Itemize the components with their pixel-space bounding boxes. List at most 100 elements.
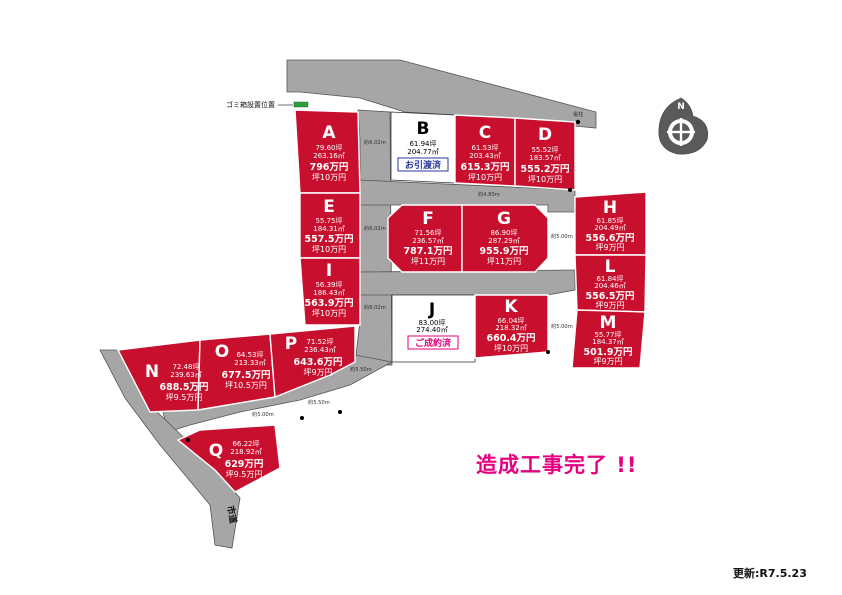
lot-per-tsubo: 坪10万円 <box>312 245 346 254</box>
lot-per-tsubo: 坪10.5万円 <box>225 381 267 390</box>
lot-sqm: 183.57㎡ <box>529 154 561 162</box>
dim-label: 約6.02m <box>364 224 386 232</box>
lot-letter: O <box>215 342 229 362</box>
lot-per-tsubo: 坪9.5万円 <box>226 470 263 479</box>
utility-pole: 電柱 <box>573 110 583 125</box>
lot-letter: I <box>326 261 332 281</box>
dim-label: 約5.50m <box>350 365 372 373</box>
lot-tsubo: 83.00坪 <box>418 319 445 327</box>
lot-sqm: 239.63㎡ <box>170 371 202 379</box>
lot-price: 787.1万円 <box>403 246 452 257</box>
lot-letter: J <box>428 300 435 320</box>
boundary-markers <box>186 188 572 442</box>
lot-g[interactable] <box>461 204 549 273</box>
dimension-labels: 約6.02m 約6.02m 約6.02m 約4.80m 約5.00m 約5.00… <box>252 138 573 418</box>
marker-dot <box>568 188 572 192</box>
dim-label: 約6.02m <box>364 303 386 311</box>
lot-sqm: 203.43㎡ <box>469 152 501 160</box>
dim-label: 約5.50m <box>308 398 330 406</box>
lot-tsubo: 55.52坪 <box>531 146 558 154</box>
lot-per-tsubo: 坪9万円 <box>303 368 332 377</box>
lot-tsubo: 61.84坪 <box>596 275 623 283</box>
lot-d[interactable] <box>514 117 576 191</box>
lot-tsubo: 55.77坪 <box>594 331 621 339</box>
lot-tsubo: 71.52坪 <box>306 338 333 346</box>
lot-price: 796万円 <box>310 162 349 173</box>
status-badge-b: お引渡済 <box>397 157 449 172</box>
lot-outlines <box>116 109 647 493</box>
lot-per-tsubo: 坪10万円 <box>468 173 502 182</box>
lot-sqm: 287.29㎡ <box>488 237 520 245</box>
lot-letter: P <box>285 334 297 354</box>
lot-price: 688.5万円 <box>159 382 208 393</box>
lot-letter: F <box>422 209 434 229</box>
lot-per-tsubo: 坪9万円 <box>595 301 624 310</box>
lot-tsubo: 71.56坪 <box>414 229 441 237</box>
lot-sqm: 274.40㎡ <box>416 326 448 334</box>
lot-price: 556.6万円 <box>585 233 634 244</box>
lot-letter: Q <box>209 441 223 461</box>
lot-per-tsubo: 坪10万円 <box>312 173 346 182</box>
lot-sqm: 184.37㎡ <box>592 338 624 346</box>
lot-per-tsubo: 坪9.5万円 <box>166 393 203 402</box>
lot-per-tsubo: 坪9万円 <box>593 357 622 366</box>
lot-price: 563.9万円 <box>304 298 353 309</box>
construction-complete-headline: 造成工事完了 !! <box>476 453 638 477</box>
marker-dot <box>338 410 342 414</box>
lot-letter: D <box>538 125 552 145</box>
update-date: 更新:R7.5.23 <box>733 567 807 580</box>
lot-letter: E <box>323 197 335 217</box>
gomi-legend: ゴミ箱設置位置 <box>226 100 309 109</box>
lot-per-tsubo: 坪9万円 <box>595 243 624 252</box>
lot-sqm: 236.57㎡ <box>412 237 444 245</box>
marker-dot <box>546 350 550 354</box>
lot-tsubo: 72.48坪 <box>172 363 199 371</box>
compass-icon: N <box>658 97 708 155</box>
lot-price: 501.9万円 <box>583 347 632 358</box>
lot-price: 643.6万円 <box>293 357 342 368</box>
city-road-label: 市道 <box>224 505 239 525</box>
lot-letter: M <box>600 313 617 333</box>
dim-label: 約4.80m <box>478 190 500 198</box>
lot-letter: A <box>322 123 336 143</box>
dim-label: 約5.00m <box>551 232 573 240</box>
lot-letter: N <box>145 362 159 382</box>
lot-q[interactable] <box>176 424 281 493</box>
lot-letter: H <box>603 198 617 218</box>
pole-label: 電柱 <box>573 110 583 118</box>
lot-per-tsubo: 坪11万円 <box>487 257 521 266</box>
gomi-legend-label: ゴミ箱設置位置 <box>226 100 275 109</box>
lot-price: 615.3万円 <box>460 162 509 173</box>
lot-price: 556.5万円 <box>585 291 634 302</box>
lot-tsubo: 86.90坪 <box>490 229 517 237</box>
lot-sqm: 204.77㎡ <box>407 148 439 156</box>
lot-sqm: 263.16㎡ <box>313 152 345 160</box>
lot-tsubo: 61.94坪 <box>409 140 436 148</box>
lot-letter: L <box>605 257 616 277</box>
lot-tsubo: 55.75坪 <box>315 217 342 225</box>
road-middle-horizontal <box>359 179 576 213</box>
lot-sqm: 186.43㎡ <box>313 289 345 297</box>
lot-p[interactable] <box>269 325 356 399</box>
lot-tsubo: 66.22坪 <box>232 440 259 448</box>
lot-m[interactable] <box>571 309 646 369</box>
lot-tsubo: 61.85坪 <box>596 217 623 225</box>
lot-price: 629万円 <box>225 459 264 470</box>
dim-label: 約5.00m <box>252 410 274 418</box>
gomi-marker <box>293 101 309 108</box>
lot-letter: C <box>479 123 491 143</box>
lot-price: 555.2万円 <box>520 164 569 175</box>
lot-per-tsubo: 坪10万円 <box>528 175 562 184</box>
lot-per-tsubo: 坪10万円 <box>312 309 346 318</box>
marker-dot <box>300 416 304 420</box>
lot-price: 660.4万円 <box>486 333 535 344</box>
lot-sqm: 213.33㎡ <box>234 359 266 367</box>
lot-sqm: 204.49㎡ <box>594 224 626 232</box>
lot-letter: B <box>417 119 430 139</box>
lot-per-tsubo: 坪10万円 <box>494 344 528 353</box>
lot-price: 955.9万円 <box>479 246 528 257</box>
lot-sqm: 236.43㎡ <box>304 346 336 354</box>
lot-price: 677.5万円 <box>221 370 270 381</box>
lot-i[interactable] <box>299 257 361 326</box>
lot-tsubo: 64.53坪 <box>236 351 263 359</box>
